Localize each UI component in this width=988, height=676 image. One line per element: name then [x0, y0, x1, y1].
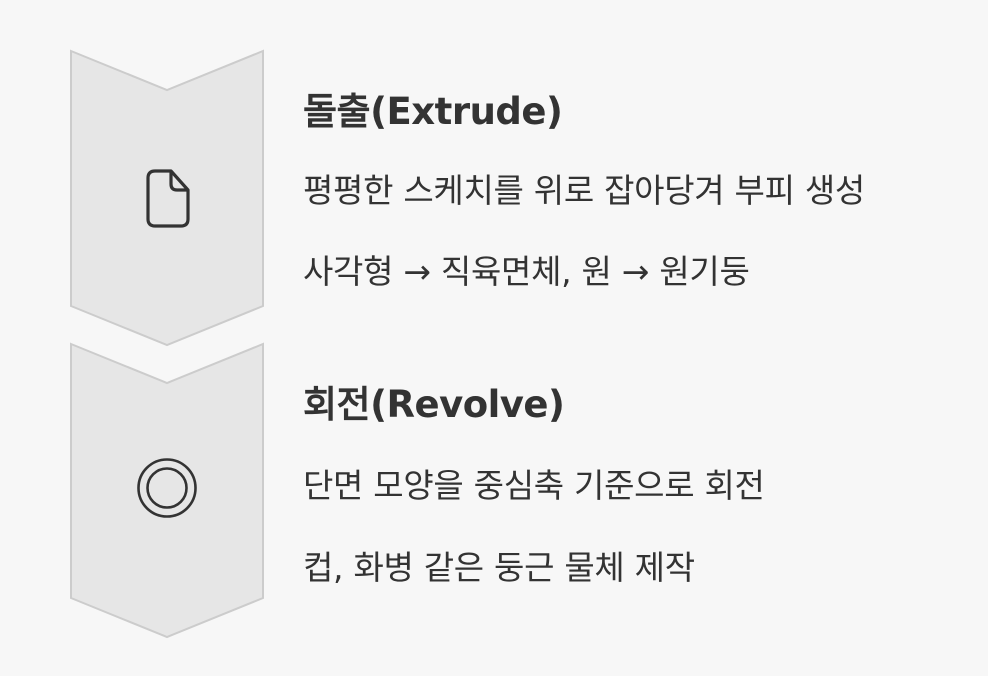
step-1-description-line-1: 평평한 스케치를 위로 잡아당겨 부피 생성: [303, 171, 865, 210]
concentric-circles-icon: [137, 458, 197, 518]
step-2-chevron: [70, 342, 264, 639]
step-1-title: 돌출(Extrude): [303, 90, 563, 133]
file-icon: [146, 169, 190, 228]
step-1-chevron: [70, 49, 264, 347]
step-2-description-line-1: 단면 모양을 중심축 기준으로 회전: [303, 466, 765, 505]
step-1-description-line-2: 사각형 → 직육면체, 원 → 원기둥: [303, 252, 750, 291]
step-2-title: 회전(Revolve): [303, 383, 565, 426]
step-2-description-line-2: 컵, 화병 같은 둥근 물체 제작: [303, 548, 695, 587]
